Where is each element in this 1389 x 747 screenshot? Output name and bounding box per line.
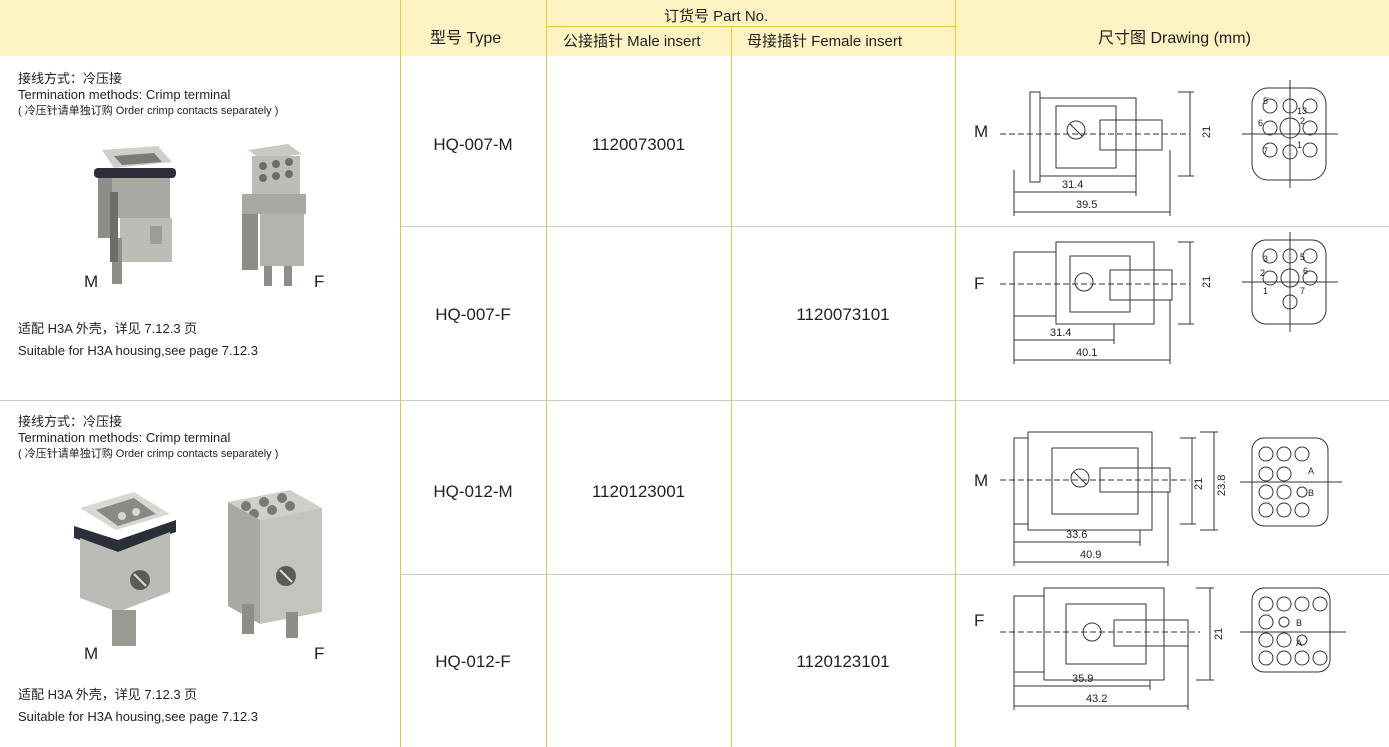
female-part-hq-012-f: 1120123101	[796, 652, 890, 671]
dim-b-hq-007-m: 39.5	[1076, 199, 1097, 211]
pin-label: 3	[1263, 254, 1268, 264]
header-drawing: 尺寸图 Drawing (mm)	[1098, 30, 1251, 47]
table-header	[0, 0, 1389, 56]
crimp-note: ( 冷压针请单独订购 Order crimp contacts separate…	[18, 105, 279, 117]
group-divider	[0, 400, 1389, 401]
dim-a-hq-007-f: 31.4	[1050, 327, 1071, 339]
header-female-insert: 母接插针 Female insert	[747, 33, 903, 50]
pin-label: 7	[1300, 286, 1305, 296]
drawing-hq-007-m: 21 31.4 39.5 5 6 7 13 2 1	[1000, 80, 1338, 216]
pin-label: 7	[1263, 146, 1268, 156]
dim-a-hq-007-m: 31.4	[1062, 179, 1083, 191]
pin-label: 5	[1300, 252, 1305, 262]
pin-label: A	[1296, 638, 1302, 648]
dim-b-hq-012-m: 40.9	[1080, 549, 1101, 561]
drawing-hq-007-f: 21 31.4 40.1 3 2 1 5 6 7	[1000, 232, 1338, 364]
col-rule-2	[546, 0, 547, 747]
group2-suitable: 适配 H3A 外壳，详见 7.12.3 页 Suitable for H3A h…	[18, 684, 258, 728]
part-no-split	[546, 26, 955, 27]
header-male-insert: 公接插针 Male insert	[563, 33, 701, 50]
termination-cn: 接线方式：冷压接	[18, 414, 123, 429]
pin-label: 1	[1297, 140, 1302, 150]
row-divider-2	[400, 574, 1389, 575]
type-hq-007-f: HQ-007-F	[435, 305, 511, 324]
drawing-label-m: M	[974, 122, 989, 141]
suitable-cn: 适配 H3A 外壳，详见 7.12.3 页	[18, 687, 198, 702]
col-rule-3	[731, 56, 732, 747]
photo-label-m: M	[84, 644, 99, 663]
type-hq-012-m: HQ-012-M	[433, 482, 513, 501]
pin-label: 6	[1258, 118, 1263, 128]
termination-cn: 接线方式：冷压接	[18, 71, 123, 86]
female-insert-image	[242, 144, 306, 286]
termination-en: Termination methods: Crimp terminal	[18, 87, 231, 102]
group2-product-photo	[74, 490, 322, 646]
header-type: 型号 Type	[430, 30, 502, 47]
pin-label: 13	[1297, 106, 1307, 116]
pin-label: 5	[1263, 96, 1268, 106]
pin-label: 1	[1263, 286, 1268, 296]
pin-label: B	[1308, 488, 1314, 498]
drawing-hq-012-m: 21 23.8 33.6 40.9 A B	[1000, 431, 1342, 566]
row-divider-1	[400, 226, 1389, 227]
drawing-label-f: F	[974, 611, 985, 630]
male-insert-image	[74, 492, 176, 646]
termination-en: Termination methods: Crimp terminal	[18, 430, 231, 445]
suitable-en: Suitable for H3A housing,see page 7.12.3	[18, 709, 258, 724]
pin-label: 2	[1260, 268, 1265, 278]
pin-label: 6	[1303, 266, 1308, 276]
dim-h2-hq-012-m: 23.8	[1216, 475, 1228, 496]
female-part-hq-007-f: 1120073101	[796, 305, 890, 324]
dim-a-hq-012-m: 33.6	[1066, 529, 1087, 541]
col-rule-3-head	[731, 26, 732, 56]
dim-h-hq-007-f: 21	[1201, 276, 1213, 288]
pin-label: 2	[1300, 116, 1305, 126]
group1-product-photo	[94, 144, 306, 286]
type-hq-012-f: HQ-012-F	[435, 652, 511, 671]
group1-suitable: 适配 H3A 外壳，详见 7.12.3 页 Suitable for H3A h…	[18, 318, 258, 362]
drawing-hq-012-f: 21 35.9 43.2 B A	[1000, 587, 1346, 710]
dim-h-hq-012-m: 21	[1193, 478, 1205, 490]
col-rule-1	[400, 0, 401, 747]
suitable-cn: 适配 H3A 外壳，详见 7.12.3 页	[18, 321, 198, 336]
photo-label-f: F	[314, 272, 325, 291]
pin-label: B	[1296, 618, 1302, 628]
dim-h-hq-007-m: 21	[1201, 126, 1213, 138]
male-part-hq-012-m: 1120123001	[591, 482, 686, 501]
dim-b-hq-012-f: 43.2	[1086, 693, 1107, 705]
drawing-label-m: M	[974, 471, 989, 490]
male-insert-image	[94, 146, 176, 284]
dim-b-hq-007-f: 40.1	[1076, 347, 1097, 359]
drawing-label-f: F	[974, 274, 985, 293]
male-part-hq-007-m: 1120073001	[591, 135, 686, 154]
suitable-en: Suitable for H3A housing,see page 7.12.3	[18, 343, 258, 358]
crimp-note: ( 冷压针请单独订购 Order crimp contacts separate…	[18, 448, 279, 460]
pin-label: A	[1308, 466, 1314, 476]
photo-label-m: M	[84, 272, 99, 291]
group1-description: 接线方式：冷压接 Termination methods: Crimp term…	[18, 71, 278, 119]
col-rule-4	[955, 0, 956, 747]
dim-a-hq-012-f: 35.9	[1072, 673, 1093, 685]
female-insert-image	[228, 490, 322, 638]
photo-label-f: F	[314, 644, 325, 663]
type-hq-007-m: HQ-007-M	[433, 135, 513, 154]
dim-h-hq-012-f: 21	[1213, 628, 1225, 640]
group2-description: 接线方式：冷压接 Termination methods: Crimp term…	[18, 414, 278, 462]
header-part-no: 订货号 Part No.	[664, 8, 769, 25]
